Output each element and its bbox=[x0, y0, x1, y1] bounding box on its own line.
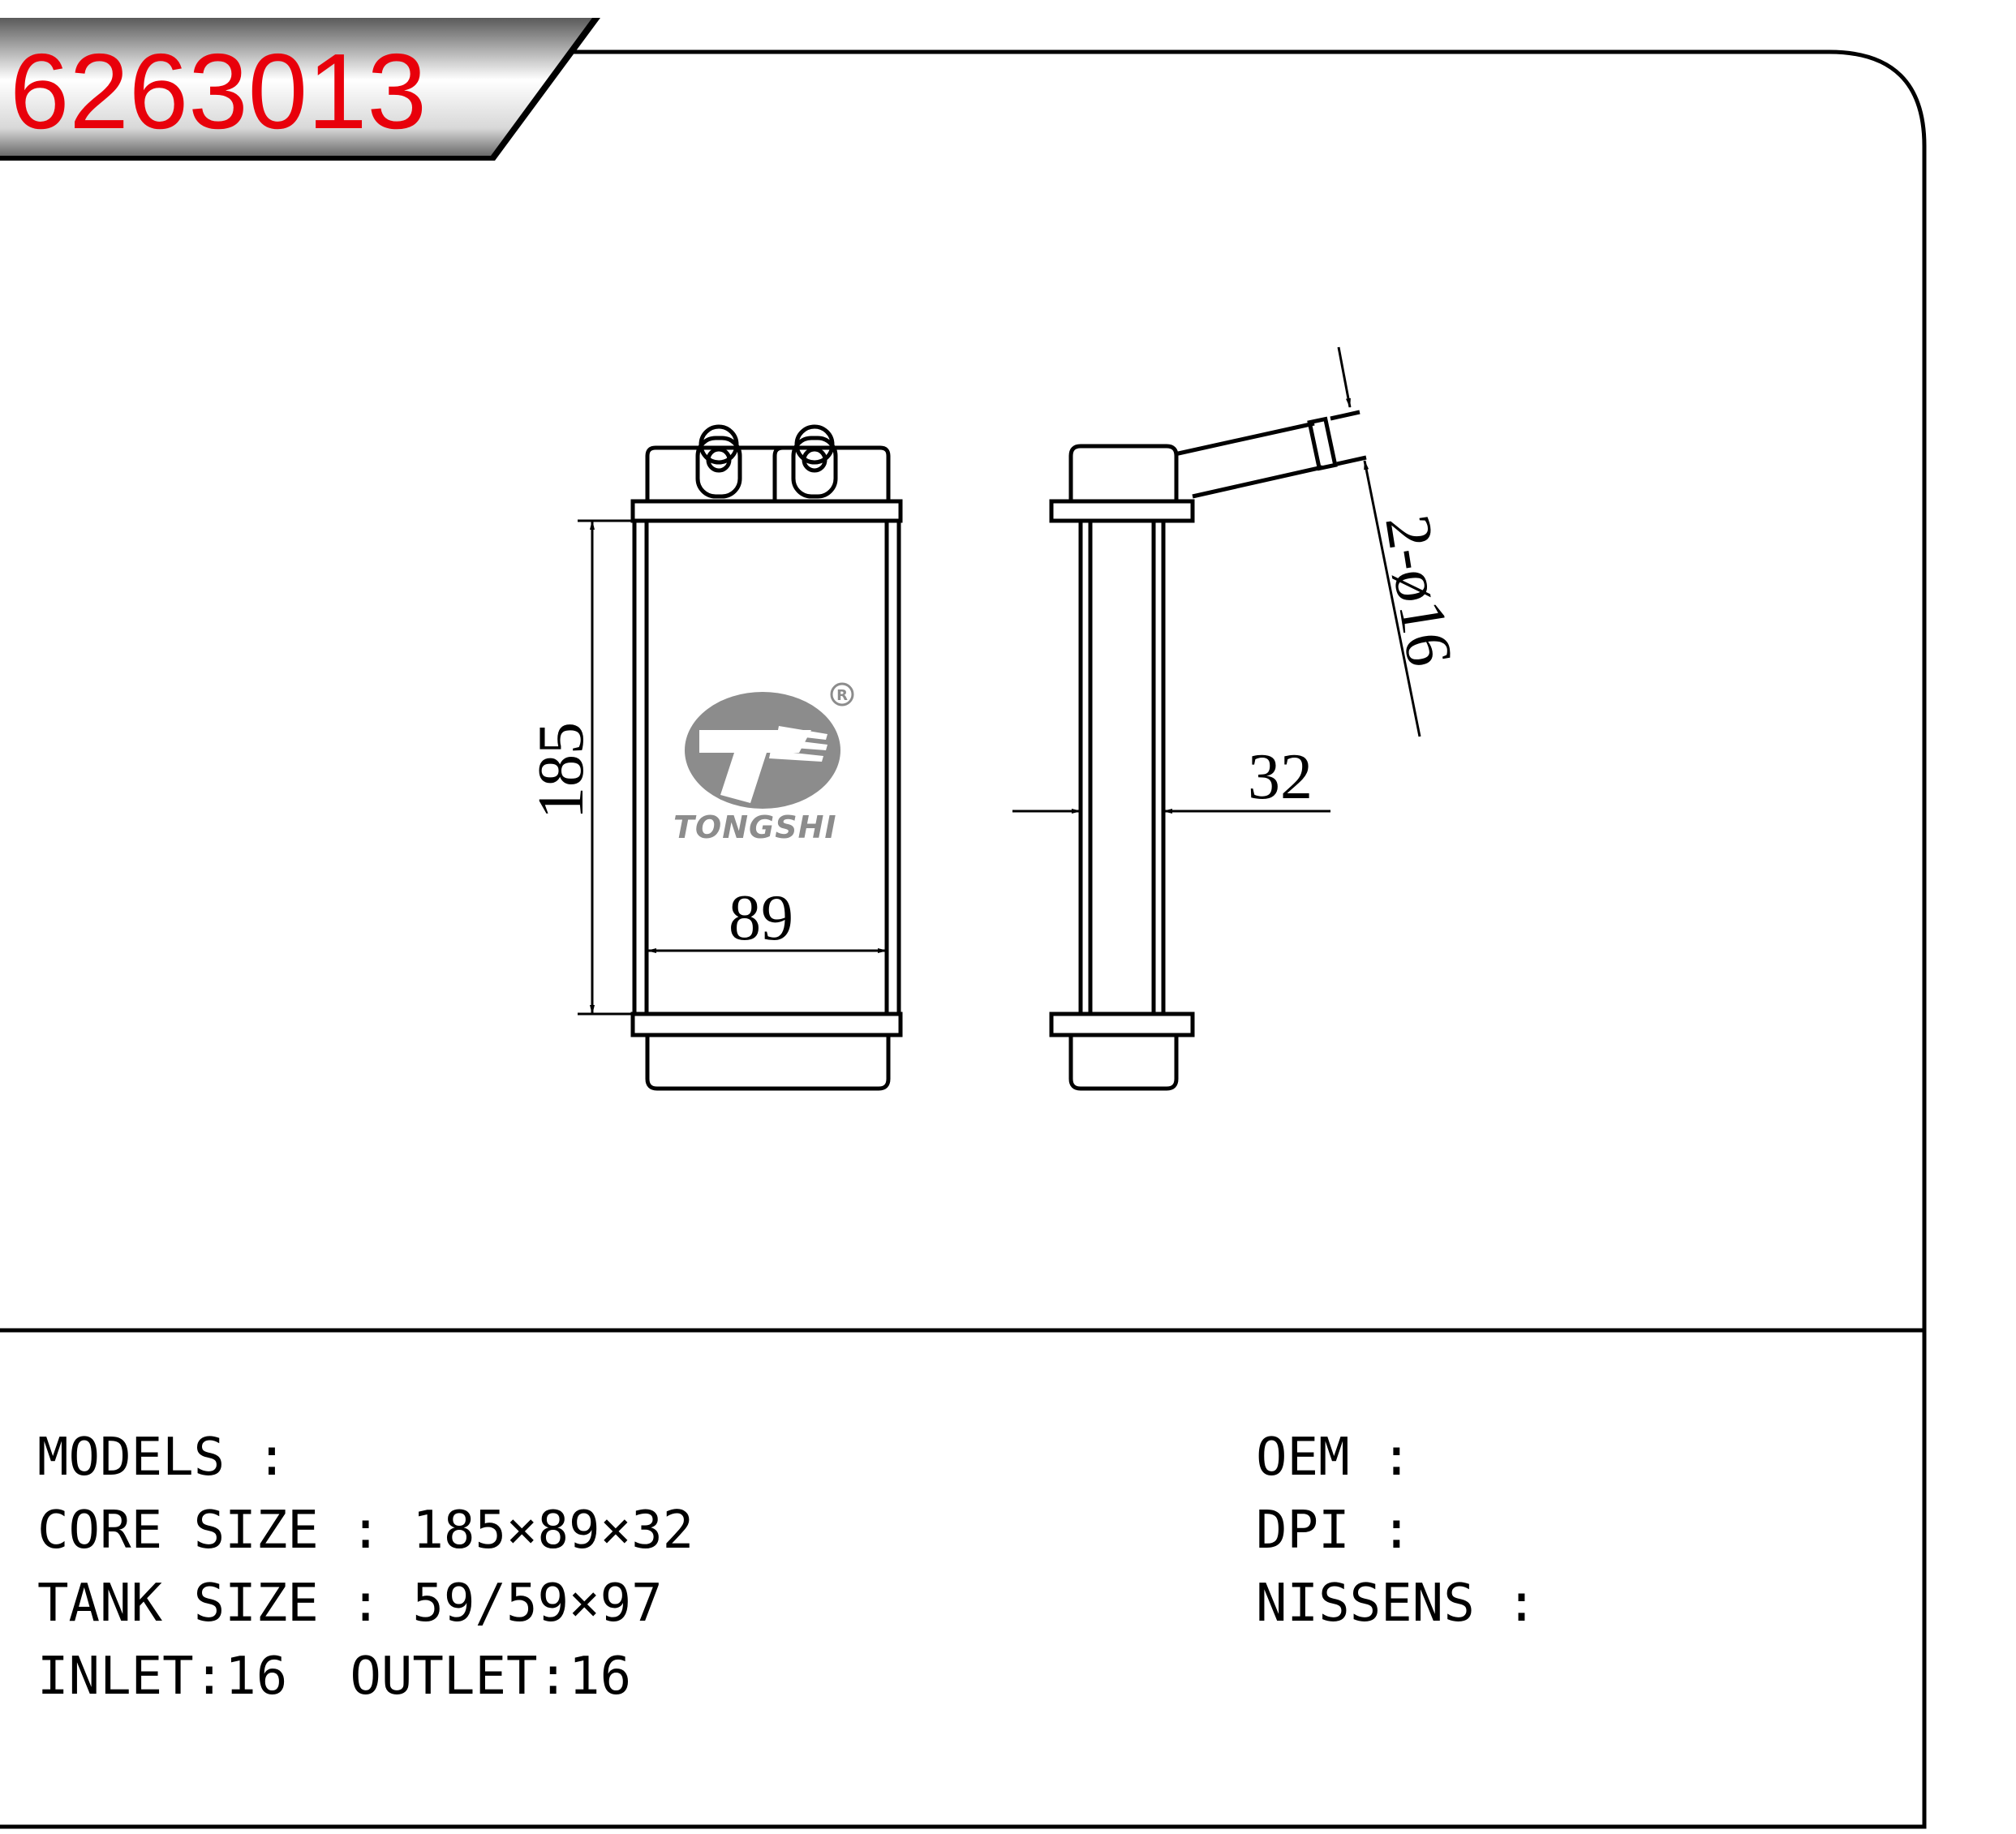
part-number-tab: 6263013 bbox=[0, 18, 600, 161]
spec-oem: OEM : bbox=[1256, 1428, 1412, 1488]
dim-pipe-label: 2-ø16 bbox=[1371, 510, 1465, 671]
dimension-lines bbox=[578, 346, 1421, 1016]
spec-models: MODELS : bbox=[37, 1428, 288, 1488]
spec-inlet-outlet: INLET:16 OUTLET:16 bbox=[37, 1647, 632, 1707]
part-number: 6263013 bbox=[10, 32, 427, 151]
spec-nissens: NISSENS : bbox=[1256, 1574, 1537, 1634]
spec-dpi: DPI : bbox=[1256, 1501, 1412, 1561]
side-view bbox=[1049, 410, 1367, 1091]
dim-width-label: 89 bbox=[729, 883, 793, 954]
front-view bbox=[630, 424, 903, 1091]
dim-height-label: 185 bbox=[526, 722, 597, 819]
spec-tank-size: TANK SIZE : 59/59×97 bbox=[37, 1574, 663, 1634]
registered-mark: R bbox=[836, 687, 848, 704]
sheet-frame bbox=[0, 49, 1927, 1829]
dim-thickness-label: 32 bbox=[1248, 741, 1313, 813]
spec-core-size: CORE SIZE : 185×89×32 bbox=[37, 1501, 694, 1561]
tongshi-logo-icon: R TONGSHI bbox=[673, 682, 854, 845]
brand-name: TONGSHI bbox=[673, 810, 837, 845]
